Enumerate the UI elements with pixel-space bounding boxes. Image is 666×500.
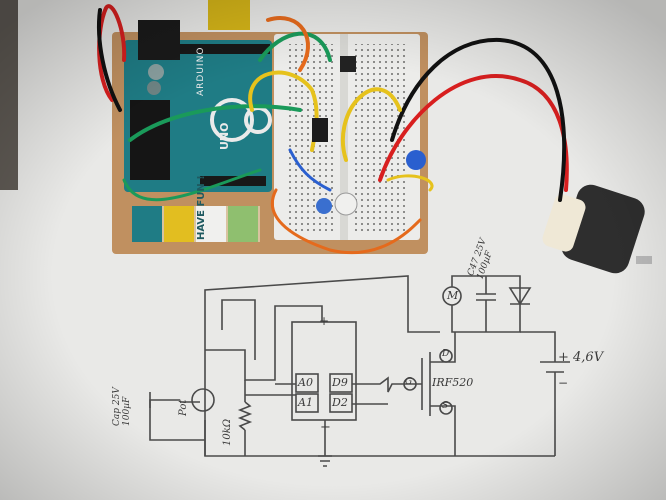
mcu-plus-label: + [319, 314, 330, 328]
battery-label: + 4,6V [558, 350, 604, 365]
resistor-label: 10kΩ [222, 418, 233, 446]
mosfet-d-pin: D [442, 349, 450, 359]
mcu-minus-label: − [320, 420, 331, 435]
mosfet-gate-pin: G [405, 377, 413, 387]
pot-cap-label: Cap 25V 100µF [112, 387, 132, 426]
mcu-a1-label: A1 [298, 396, 313, 409]
motor-symbol: M [447, 289, 459, 302]
arduino-model-text: UNO [218, 122, 231, 151]
battery-minus-label: − [558, 376, 569, 390]
sticker-text: HAVE FUN ! [196, 175, 207, 240]
pot-label: Pot [178, 399, 189, 416]
arduino-brand-text: ARDUINO [196, 46, 206, 96]
mcu-a0-label: A0 [298, 376, 313, 389]
mosfet-label: IRF520 [432, 376, 474, 389]
mcu-d2-label: D2 [332, 396, 348, 409]
mosfet-s-pin: S [442, 401, 449, 411]
mcu-d9-label: D9 [332, 376, 348, 389]
